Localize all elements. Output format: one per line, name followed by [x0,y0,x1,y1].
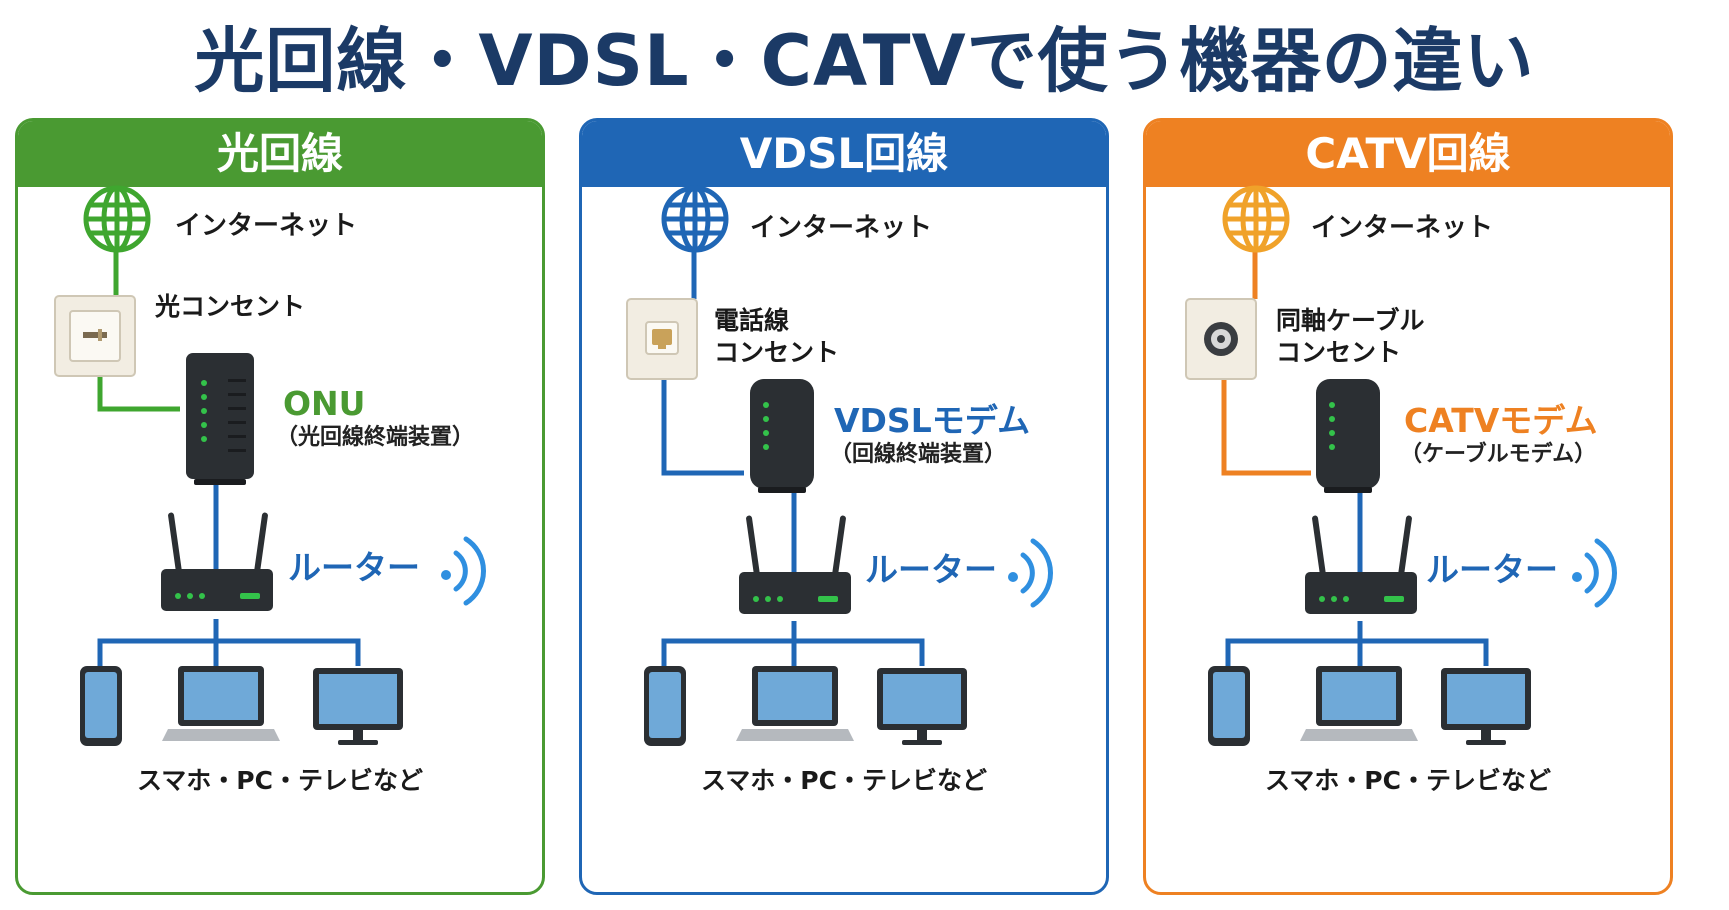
outlet-to-modem-line [661,379,744,476]
wifi-icon [441,536,486,606]
modem-icon [750,379,814,493]
devices-label: スマホ・PC・テレビなど [701,766,987,795]
devices-label: スマホ・PC・テレビなど [137,766,423,795]
outlet-icon [54,295,136,377]
outlet-label: 光コンセント [155,292,306,321]
device-label: CATVモデム [1404,401,1598,440]
panel-header: CATV回線 [1146,121,1670,187]
devices-label: スマホ・PC・テレビなど [1265,766,1551,795]
monitor-icon [1441,668,1531,745]
globe-icon [83,185,151,253]
modem-icon [1316,379,1380,493]
router-label: ルーター [865,550,997,589]
panel-catv: CATV回線 [1143,118,1673,895]
outlet-to-modem-line [1221,379,1311,476]
vdsl-diagram [626,185,1053,746]
fiber-diagram [54,185,486,746]
device-label: ONU [283,384,366,423]
smartphone-icon [80,666,122,746]
device-sub-label: （回線終端装置） [830,442,1007,467]
router-label: ルーター [1426,550,1558,589]
internet-label: インターネット [175,211,358,241]
device-sub-label: （ケーブルモデム） [1400,442,1597,467]
panel-header: VDSL回線 [582,121,1106,187]
device-tree-lines [1225,621,1489,666]
laptop-icon [1300,666,1418,741]
monitor-icon [877,668,967,745]
laptop-icon [736,666,854,741]
router-icon [161,512,273,611]
smartphone-icon [1208,666,1250,746]
device-sub-label: （光回線終端装置） [276,425,475,450]
monitor-icon [313,668,403,745]
globe-icon [661,185,729,253]
smartphone-icon [644,666,686,746]
page-title: 光回線・VDSL・CATVで使う機器の違い [194,20,1535,102]
device-label: VDSLモデム [834,401,1031,440]
outlet-label: 同軸ケーブル コンセント [1276,306,1425,367]
globe-icon [1222,185,1290,253]
outlet-icon [1185,298,1257,380]
wifi-icon [1008,538,1053,608]
outlet-label: 電話線 コンセント [714,306,840,367]
device-tree-lines [661,621,925,666]
router-icon [739,515,851,614]
router-icon [1305,515,1417,614]
device-tree-lines [97,619,361,666]
laptop-icon [162,666,280,741]
panel-header: 光回線 [18,121,542,187]
panel-fiber: 光回線 [15,118,545,895]
outlet-icon [626,298,698,380]
modem-icon [186,353,254,485]
router-label: ルーター [288,548,420,587]
internet-label: インターネット [750,213,933,243]
catv-diagram [1185,185,1617,746]
internet-label: インターネット [1311,213,1494,243]
panel-vdsl: VDSL回線 [579,118,1109,895]
wifi-icon [1572,538,1617,608]
outlet-to-onu-line [97,377,180,412]
